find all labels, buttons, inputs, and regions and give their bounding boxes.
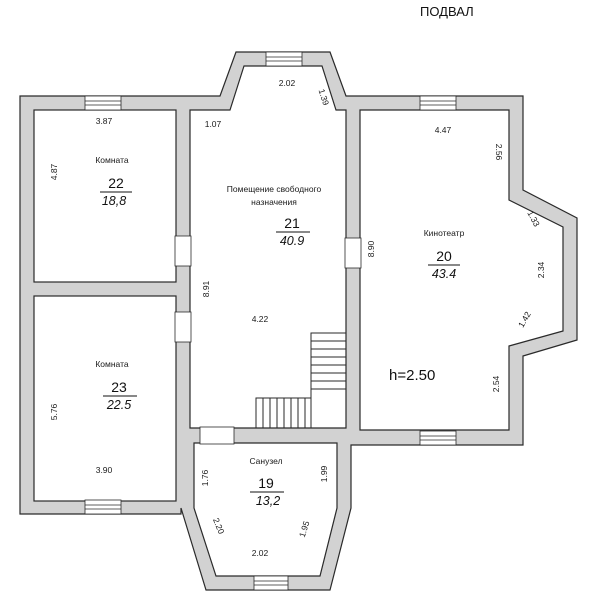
dim-label: 8.91 — [201, 280, 211, 297]
room-area: 13,2 — [256, 494, 280, 508]
room-number: 21 — [284, 215, 300, 231]
room-20-label: Кинотеатр 20 43.4 h=2.50 — [389, 228, 465, 384]
room-name: Комната — [95, 155, 129, 165]
walls — [19, 51, 578, 591]
room-name-line1: Помещение свободного — [227, 184, 322, 194]
dim-label: 5.76 — [49, 403, 59, 420]
room-name-line2: назначения — [251, 197, 297, 207]
dim-label: 4.22 — [252, 314, 269, 324]
room-19-floor — [193, 442, 338, 577]
staircase — [255, 332, 346, 428]
dim-label: 1.76 — [200, 469, 210, 486]
room-area: 18,8 — [102, 194, 126, 208]
dim-label: 1.99 — [319, 465, 329, 482]
dim-label: 2.34 — [536, 261, 546, 278]
dim-label: 2.02 — [252, 548, 269, 558]
door-21-19 — [199, 426, 235, 445]
door-23-21 — [174, 311, 192, 343]
dim-label: 2.54 — [491, 375, 501, 392]
dim-label: 1.07 — [205, 119, 222, 129]
window-room-21 — [265, 51, 303, 67]
room-21-label: Помещение свободного назначения 21 40.9 — [227, 184, 322, 248]
window-room-22 — [84, 95, 122, 111]
dim-label: 1.39 — [317, 88, 332, 107]
windows — [84, 51, 457, 591]
room-area: 43.4 — [432, 267, 456, 281]
room-19-label: Санузел 19 13,2 — [249, 456, 284, 508]
room-number: 20 — [436, 248, 452, 264]
window-room-23 — [84, 499, 122, 515]
room-22-label: Комната 22 18,8 — [95, 155, 132, 208]
window-room-19 — [253, 575, 289, 591]
ceiling-height: h=2.50 — [389, 367, 435, 384]
room-number: 23 — [111, 379, 127, 395]
dim-label: 2.02 — [279, 78, 296, 88]
room-21-floor — [189, 65, 347, 429]
room-number: 19 — [258, 475, 274, 491]
window-room-20-bottom — [419, 430, 457, 446]
dim-label: 4.47 — [435, 125, 452, 135]
room-20-floor — [359, 109, 564, 431]
dim-label: 3.87 — [96, 116, 113, 126]
door-21-20 — [344, 237, 362, 269]
door-22-21 — [174, 235, 192, 267]
room-23-floor — [33, 295, 177, 502]
room-23-label: Комната 23 22.5 — [95, 359, 137, 412]
room-22-floor — [33, 109, 177, 283]
dim-label: 8.90 — [366, 240, 376, 257]
room-area: 40.9 — [280, 234, 304, 248]
window-room-20-top — [419, 95, 457, 111]
dim-label: 3.90 — [96, 465, 113, 475]
plan-title: ПОДВАЛ — [420, 4, 474, 19]
room-area: 22.5 — [106, 398, 131, 412]
room-number: 22 — [108, 175, 124, 191]
room-name: Комната — [95, 359, 129, 369]
room-name: Санузел — [249, 456, 282, 466]
room-name: Кинотеатр — [424, 228, 465, 238]
dim-label: 1.95 — [297, 519, 312, 538]
dim-label: 4.87 — [49, 163, 59, 180]
dim-label: 2.56 — [494, 144, 504, 161]
